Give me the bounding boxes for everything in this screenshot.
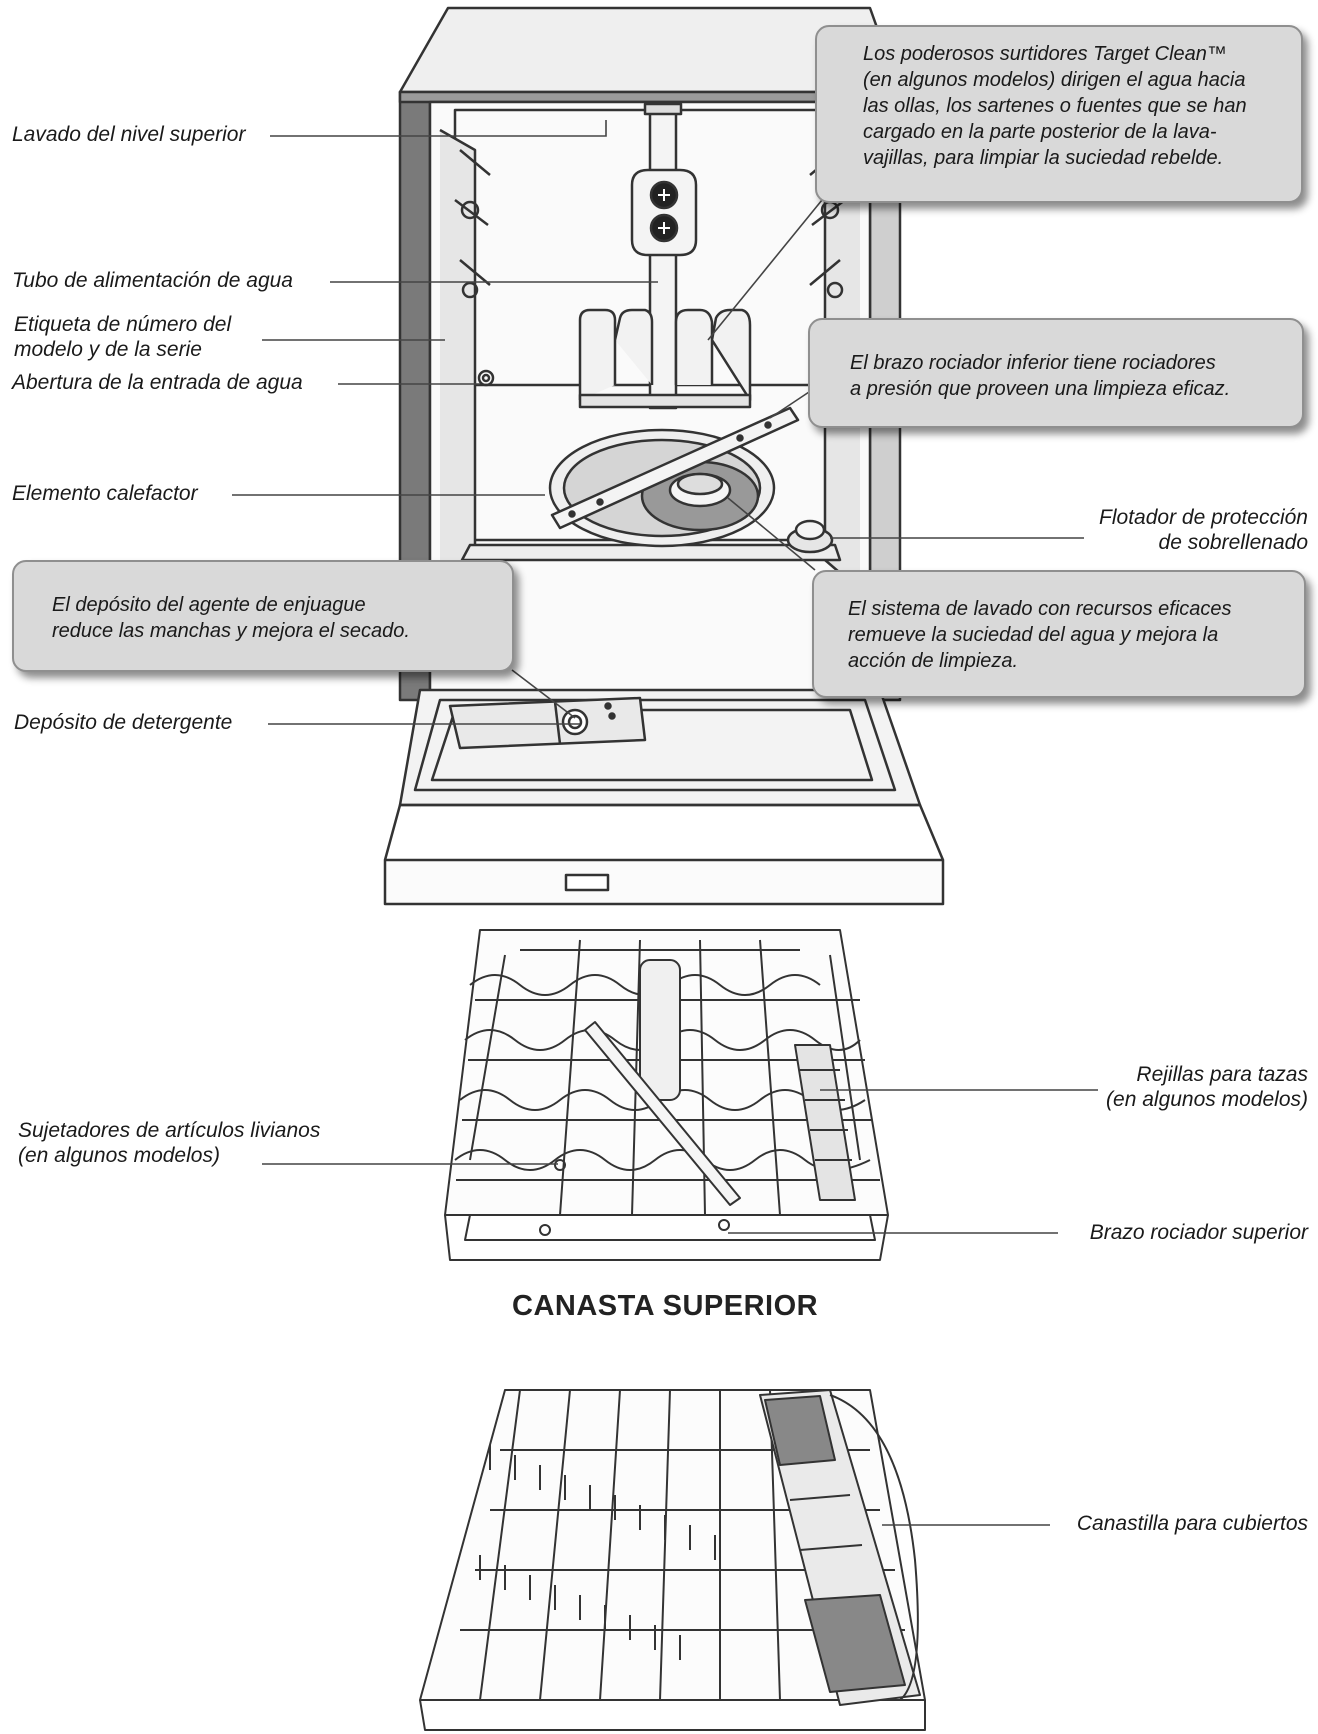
callout-rinse-aid: El depósito del agente de enjuague reduc… — [12, 560, 514, 672]
label-silverware-basket: Canastilla para cubiertos — [1076, 1512, 1308, 1535]
label-heating-element: Elemento calefactor — [12, 482, 198, 505]
label-cup-shelves: Rejillas para tazas (en algunos modelos) — [1106, 1063, 1308, 1111]
label-water-feed-tube: Tubo de alimentación de agua — [12, 269, 293, 292]
callout-target-clean: Los poderosos surtidores Target Clean™ (… — [815, 25, 1303, 203]
label-light-item-holders: Sujetadores de artículos livianos (en al… — [18, 1119, 321, 1167]
leader-upper-level-wash — [270, 120, 607, 137]
label-upper-level-wash: Lavado del nivel superior — [12, 123, 246, 146]
callout-wash-system: El sistema de lavado con recursos eficac… — [812, 570, 1306, 698]
leader-rinse-aid — [511, 669, 576, 719]
callout-lower-spray-arm: El brazo rociador inferior tiene rociado… — [808, 318, 1304, 428]
dishwasher-door — [383, 688, 945, 906]
label-model-serial: Etiqueta de número del modelo y de la se… — [14, 313, 232, 361]
dishwasher-tub — [398, 6, 902, 702]
label-overfill-float: Flotador de protección de sobrellenado — [1099, 506, 1308, 554]
upper-rack — [444, 929, 889, 1261]
label-upper-spray-arm: Brazo rociador superior — [1089, 1221, 1308, 1244]
leader-wash-system — [727, 497, 816, 571]
heading-upper-rack: CANASTA SUPERIOR — [512, 1290, 819, 1322]
leader-lower-arm — [769, 387, 816, 419]
label-water-inlet-opening: Abertura de la entrada de agua — [12, 371, 303, 394]
label-detergent-dispenser: Depósito de detergente — [14, 711, 233, 734]
leader-lines — [232, 120, 1098, 1526]
lower-rack — [419, 1389, 926, 1731]
leader-target-clean — [707, 199, 823, 341]
